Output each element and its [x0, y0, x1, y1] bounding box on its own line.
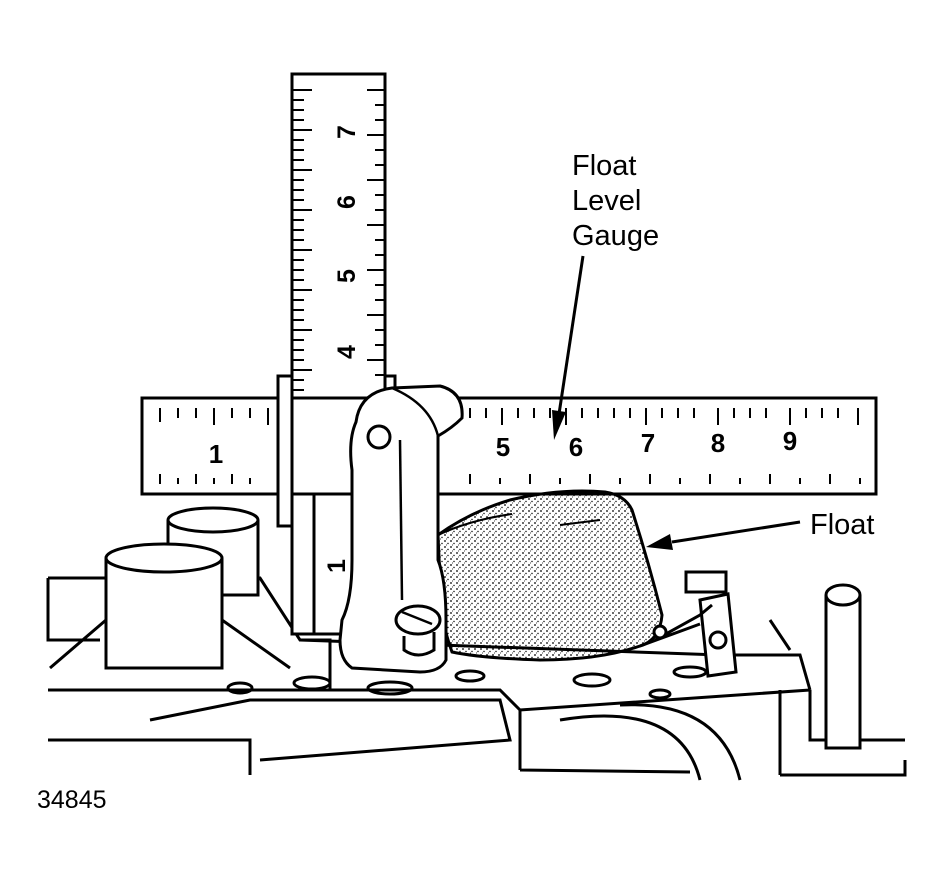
float-callout-arrow: [646, 520, 801, 550]
gauge-holder-arm: [338, 384, 464, 674]
float-label: Float: [810, 509, 874, 541]
float-hinge-bracket: [639, 570, 738, 678]
gauge-label-line2: Level: [572, 185, 641, 217]
horizontal-scale-number: 9: [783, 426, 797, 456]
gauge-callout-arrow: [552, 255, 585, 440]
vertical-scale-lower: [276, 374, 397, 636]
vertical-scale-number: 7: [333, 125, 361, 139]
figure-number: 34845: [37, 786, 107, 814]
vertical-scale-number: 4: [333, 345, 361, 359]
horizontal-scale-number: 6: [569, 432, 583, 462]
gauge-label-line3: Gauge: [572, 220, 659, 252]
horizontal-scale-number: 5: [496, 432, 510, 462]
gauge-label-line1: Float: [572, 150, 636, 182]
horizontal-scale-number: 7: [641, 428, 655, 458]
horizontal-scale-ticks: [159, 408, 861, 484]
carburetor-body: [46, 576, 907, 781]
float: [436, 489, 664, 662]
vertical-scale-number: 1: [323, 559, 351, 573]
horizontal-scale-number: 1: [209, 439, 223, 469]
vertical-scale-number: 6: [333, 195, 361, 209]
horizontal-scale-number: 8: [711, 428, 725, 458]
horizontal-scale: 1 5 6 7 8 9: [140, 396, 878, 496]
vertical-scale-number: 5: [333, 269, 361, 283]
cylinder-posts: [49, 506, 862, 750]
